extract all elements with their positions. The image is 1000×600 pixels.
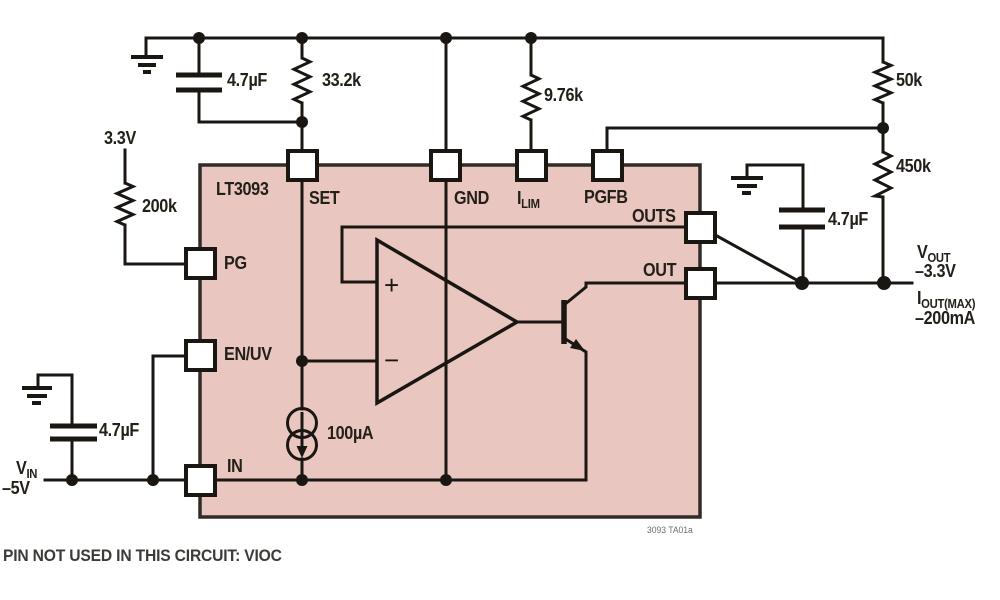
current-source-arrow-head bbox=[296, 446, 308, 458]
label-vin: VIN bbox=[16, 458, 38, 481]
label-iout: IOUT(MAX) bbox=[917, 288, 976, 311]
opamp-minus-sign: − bbox=[384, 345, 400, 375]
pin-gnd bbox=[429, 149, 462, 182]
pin-in bbox=[184, 464, 217, 497]
ground-symbols bbox=[22, 38, 763, 405]
label-iout-value: –200mA bbox=[915, 308, 975, 328]
wire-pgfb bbox=[605, 126, 885, 153]
label-fb-res-top: 50k bbox=[896, 70, 922, 90]
current-source bbox=[286, 407, 318, 461]
label-vout: VOUT bbox=[917, 242, 951, 265]
transistor-emitter-arrow bbox=[570, 339, 585, 351]
label-set-res: 33.2k bbox=[322, 70, 361, 90]
junction-dots bbox=[66, 32, 891, 486]
label-fb-res-bottom: 450k bbox=[896, 156, 931, 176]
pin-pg bbox=[184, 247, 217, 280]
opamp bbox=[375, 236, 521, 407]
ic-pins bbox=[184, 149, 717, 497]
pin-label-gnd: GND bbox=[454, 188, 489, 208]
footer-note: PIN NOT USED IN THIS CIRCUIT: VIOC bbox=[3, 546, 282, 565]
pin-outs bbox=[684, 211, 717, 244]
figure-id: 3093 TA01a bbox=[647, 525, 693, 535]
label-ilim-res: 9.76k bbox=[544, 85, 583, 105]
resistor-fb-50k bbox=[871, 60, 895, 105]
resistors bbox=[113, 56, 895, 227]
pin-label-pg: PG bbox=[224, 253, 247, 273]
label-current-source: 100µA bbox=[327, 423, 374, 443]
pin-out bbox=[684, 267, 717, 300]
pin-enuv bbox=[184, 339, 217, 372]
wire-outs-sense bbox=[714, 233, 805, 286]
label-out-cap: 4.7µF bbox=[828, 209, 868, 229]
resistor-pg-200k bbox=[113, 181, 137, 227]
label-vin-value: –5V bbox=[2, 478, 30, 498]
pin-label-outs: OUTS bbox=[632, 206, 676, 226]
wire-pg-pullup bbox=[123, 148, 188, 266]
capacitor-set bbox=[176, 72, 222, 93]
resistor-fb-450k bbox=[869, 150, 895, 199]
resistor-ilim-9k76 bbox=[519, 73, 543, 122]
pin-label-ilim: ILIM bbox=[517, 188, 540, 211]
pin-label-set: SET bbox=[309, 188, 340, 208]
opamp-triangle bbox=[375, 236, 521, 407]
ic-name: LT3093 bbox=[216, 179, 269, 199]
capacitor-output bbox=[779, 207, 825, 230]
label-pg-rail-voltage: 3.3V bbox=[104, 128, 136, 148]
label-set-cap: 4.7µF bbox=[227, 70, 267, 90]
opamp-plus-sign: + bbox=[384, 270, 400, 300]
pin-label-out: OUT bbox=[643, 260, 677, 280]
label-in-cap: 4.7µF bbox=[99, 420, 139, 440]
pin-label-in: IN bbox=[227, 456, 243, 476]
ground-symbol-output bbox=[731, 165, 763, 195]
wire-collector bbox=[561, 281, 688, 308]
wire-out-cap bbox=[745, 163, 805, 285]
label-pg-pullup-res: 200k bbox=[142, 196, 177, 216]
ground-symbol-input bbox=[22, 375, 52, 405]
pin-set bbox=[286, 149, 319, 182]
capacitors bbox=[50, 72, 825, 442]
ic-body bbox=[198, 163, 702, 519]
wire-opamp-feedback bbox=[340, 225, 690, 284]
ground-symbol-top-left bbox=[131, 38, 163, 74]
pass-transistor bbox=[561, 300, 585, 351]
internal-wires bbox=[213, 178, 690, 482]
pin-label-enuv: EN/UV bbox=[224, 344, 272, 364]
wire-enuv bbox=[151, 354, 188, 482]
pin-label-pgfb: PGFB bbox=[584, 187, 628, 207]
capacitor-input bbox=[50, 423, 97, 442]
pin-ilim bbox=[515, 149, 548, 182]
pin-pgfb bbox=[591, 149, 624, 182]
label-vout-value: –3.3V bbox=[915, 261, 956, 281]
wire-in-cap bbox=[36, 373, 74, 482]
resistor-set-33k2 bbox=[290, 56, 314, 105]
wire-emitter bbox=[561, 335, 588, 482]
